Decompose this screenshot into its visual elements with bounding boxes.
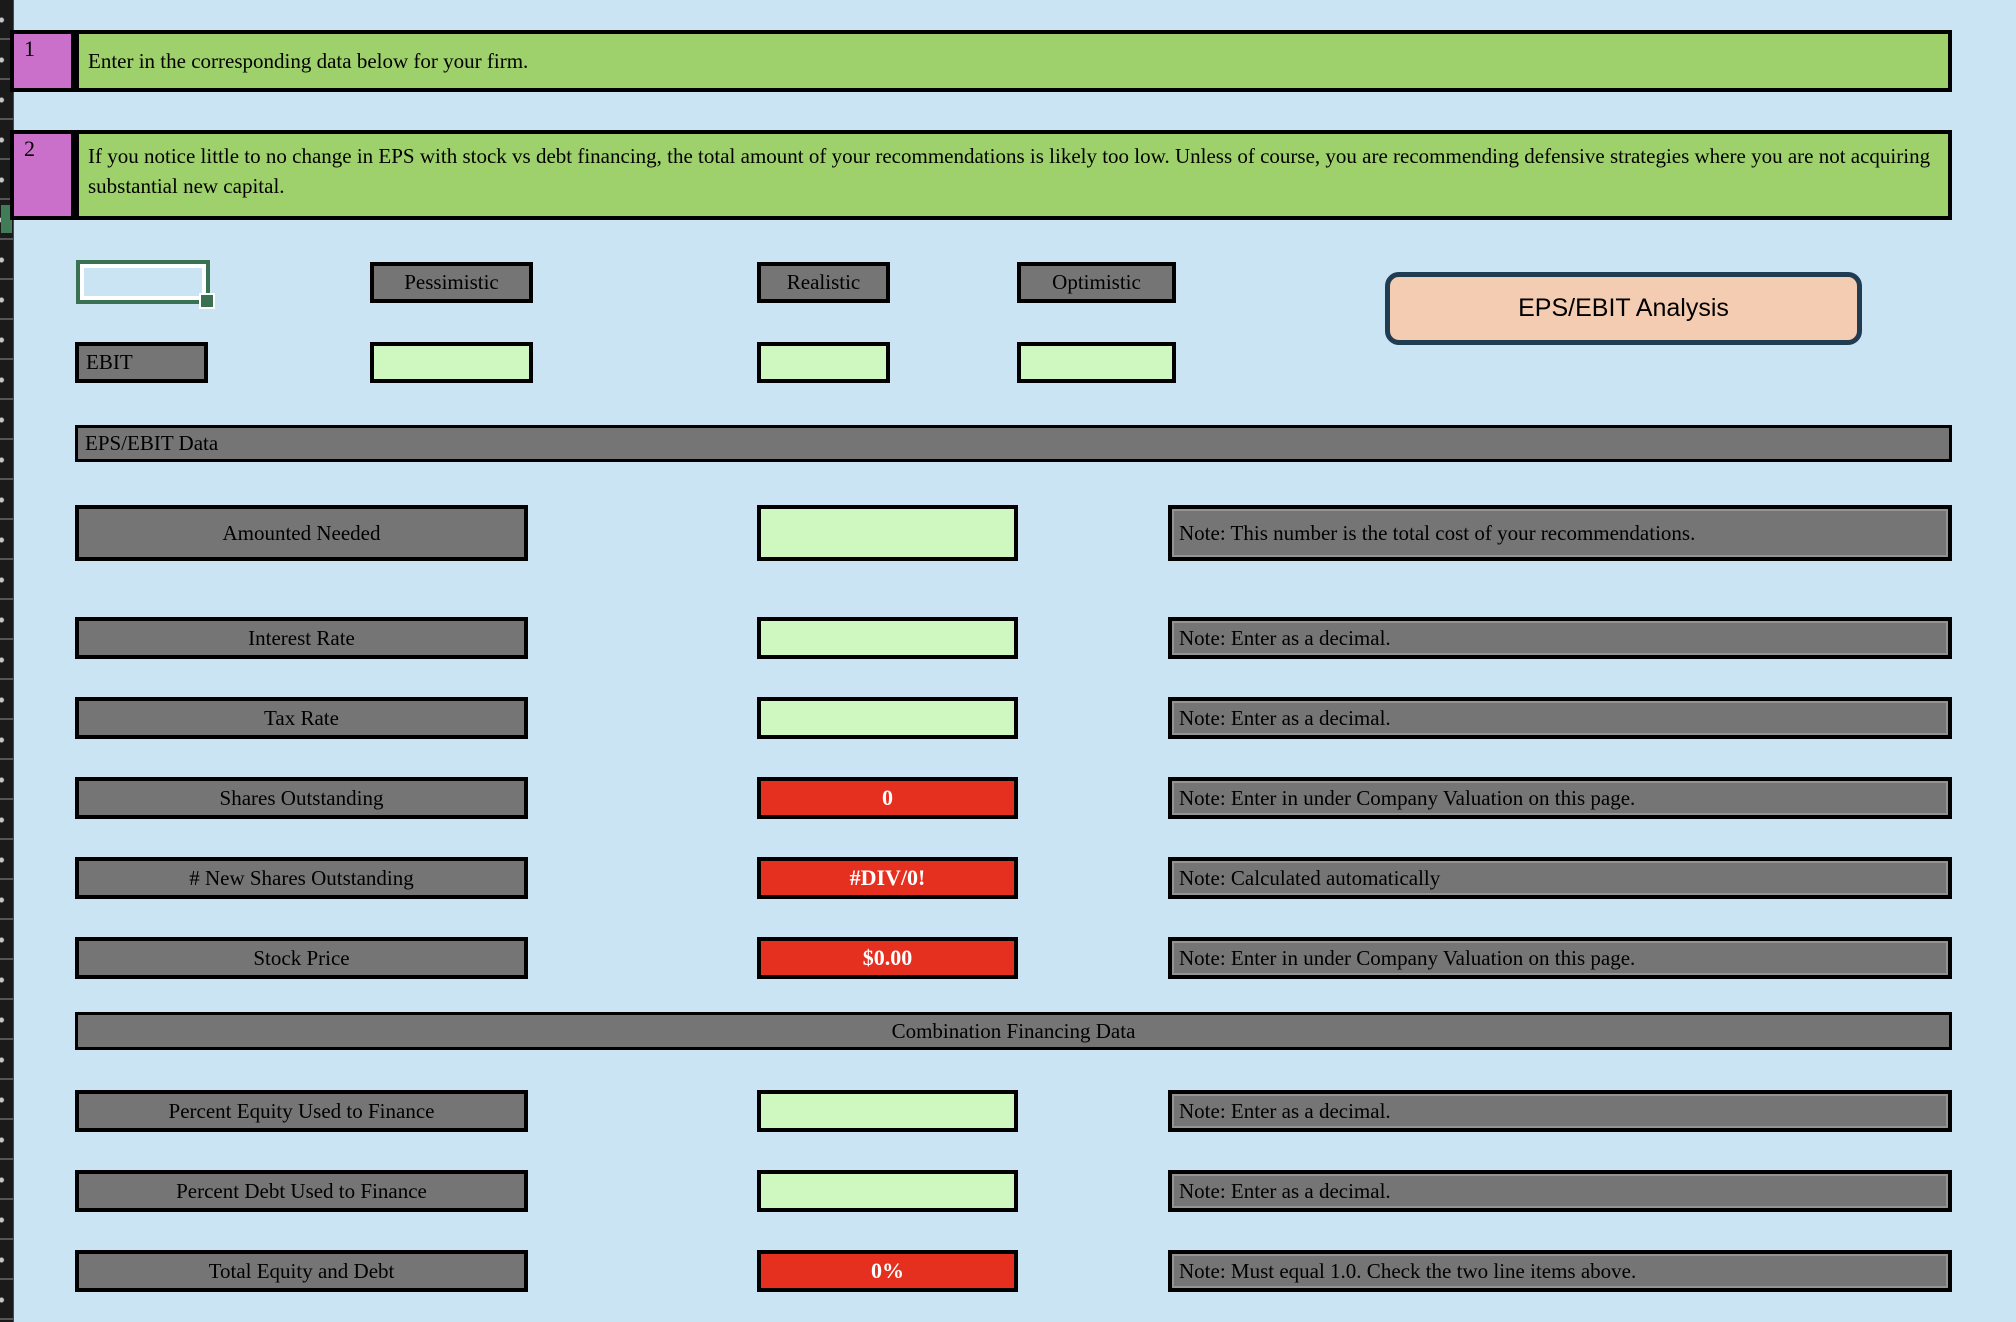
row-label: Tax Rate <box>75 697 528 739</box>
data-row: Amounted Needed Note: This number is the… <box>0 505 2016 561</box>
row-note: Note: Enter as a decimal. <box>1168 697 1952 739</box>
row-note: Note: Enter as a decimal. <box>1168 1170 1952 1212</box>
data-row: Percent Equity Used to Finance Note: Ent… <box>0 1090 2016 1132</box>
row-value-cell[interactable]: 0% <box>757 1250 1018 1292</box>
row-label: Amounted Needed <box>75 505 528 561</box>
column-header-realistic: Realistic <box>757 262 890 303</box>
row-note: Note: Must equal 1.0. Check the two line… <box>1168 1250 1952 1292</box>
row-label: # New Shares Outstanding <box>75 857 528 899</box>
selected-cell[interactable] <box>76 260 215 309</box>
row-label: Shares Outstanding <box>75 777 528 819</box>
data-row: # New Shares Outstanding #DIV/0! Note: C… <box>0 857 2016 899</box>
row-label: Interest Rate <box>75 617 528 659</box>
instruction-banner: If you notice little to no change in EPS… <box>75 130 1952 220</box>
instruction-number-badge: 2 <box>10 130 75 220</box>
row-value-cell[interactable] <box>757 1090 1018 1132</box>
instruction-number-badge: 1 <box>10 30 75 92</box>
row-note: Note: Calculated automatically <box>1168 857 1952 899</box>
row-value-cell[interactable]: 0 <box>757 777 1018 819</box>
column-header-pessimistic: Pessimistic <box>370 262 533 303</box>
row-value-cell[interactable] <box>757 697 1018 739</box>
active-row-indicator <box>1 205 12 233</box>
instruction-banner: Enter in the corresponding data below fo… <box>75 30 1952 92</box>
ebit-input-pessimistic[interactable] <box>370 342 533 383</box>
row-label: Percent Equity Used to Finance <box>75 1090 528 1132</box>
row-value-cell[interactable]: $0.00 <box>757 937 1018 979</box>
data-row: Shares Outstanding 0 Note: Enter in unde… <box>0 777 2016 819</box>
ebit-input-realistic[interactable] <box>757 342 890 383</box>
section-header-eps-ebit-data: EPS/EBIT Data <box>75 425 1952 462</box>
ebit-label: EBIT <box>75 342 208 383</box>
data-row: Interest Rate Note: Enter as a decimal. <box>0 617 2016 659</box>
row-value-cell[interactable] <box>757 505 1018 561</box>
eps-ebit-analysis-button[interactable]: EPS/EBIT Analysis <box>1385 272 1862 345</box>
data-row: Tax Rate Note: Enter as a decimal. <box>0 697 2016 739</box>
row-note: Note: Enter as a decimal. <box>1168 617 1952 659</box>
row-note: Note: Enter in under Company Valuation o… <box>1168 777 1952 819</box>
row-label: Total Equity and Debt <box>75 1250 528 1292</box>
fill-handle[interactable] <box>199 293 215 309</box>
row-value-cell[interactable] <box>757 1170 1018 1212</box>
row-value-cell[interactable]: #DIV/0! <box>757 857 1018 899</box>
ebit-input-optimistic[interactable] <box>1017 342 1176 383</box>
row-value-cell[interactable] <box>757 617 1018 659</box>
row-label: Stock Price <box>75 937 528 979</box>
row-note: Note: Enter in under Company Valuation o… <box>1168 937 1952 979</box>
row-note: Note: Enter as a decimal. <box>1168 1090 1952 1132</box>
data-row: Total Equity and Debt 0% Note: Must equa… <box>0 1250 2016 1292</box>
row-label: Percent Debt Used to Finance <box>75 1170 528 1212</box>
row-note: Note: This number is the total cost of y… <box>1168 505 1952 561</box>
row-header-strip <box>0 0 14 1322</box>
section-header-combination-financing: Combination Financing Data <box>75 1012 1952 1050</box>
data-row: Percent Debt Used to Finance Note: Enter… <box>0 1170 2016 1212</box>
column-header-optimistic: Optimistic <box>1017 262 1176 303</box>
data-row: Stock Price $0.00 Note: Enter in under C… <box>0 937 2016 979</box>
